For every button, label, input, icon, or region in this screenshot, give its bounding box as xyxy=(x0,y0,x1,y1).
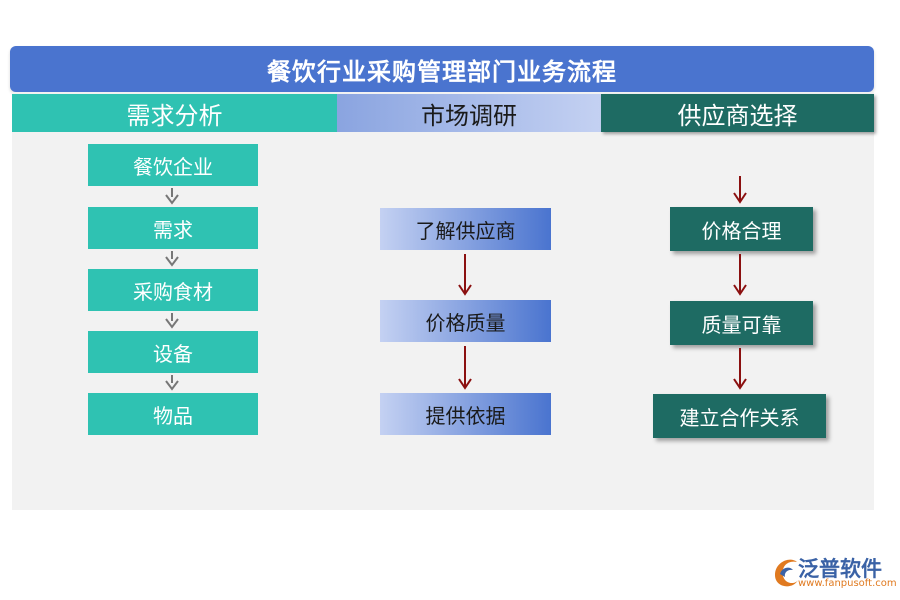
step-goods: 物品 xyxy=(88,393,258,435)
column-header-demand-analysis: 需求分析 xyxy=(12,94,337,132)
red-arrow-research-2 xyxy=(458,346,472,390)
logo-url: www.fanpusoft.com xyxy=(798,578,897,589)
logo-name: 泛普软件 xyxy=(798,557,882,581)
step-price-quality: 价格质量 xyxy=(380,300,551,342)
red-arrow-selection-2 xyxy=(733,348,747,390)
gray-arrow-4 xyxy=(165,375,179,391)
step-demand: 需求 xyxy=(88,207,258,249)
step-reliable-quality: 质量可靠 xyxy=(670,301,813,345)
red-arrow-selection-top xyxy=(733,176,747,204)
diagram-title: 餐饮行业采购管理部门业务流程 xyxy=(10,46,874,92)
step-provide-basis: 提供依据 xyxy=(380,393,551,435)
gray-arrow-2 xyxy=(165,251,179,267)
step-purchase-ingredients: 采购食材 xyxy=(88,269,258,311)
step-catering-enterprise: 餐饮企业 xyxy=(88,144,258,186)
step-understand-suppliers: 了解供应商 xyxy=(380,208,551,250)
column-header-market-research: 市场调研 xyxy=(337,94,601,132)
red-arrow-selection-1 xyxy=(733,254,747,296)
step-equipment: 设备 xyxy=(88,331,258,373)
step-establish-cooperation: 建立合作关系 xyxy=(653,394,826,438)
step-reasonable-price: 价格合理 xyxy=(670,207,813,251)
logo-swirl-icon xyxy=(775,559,798,587)
red-arrow-research-1 xyxy=(458,254,472,296)
column-header-supplier-selection: 供应商选择 xyxy=(601,94,874,132)
gray-arrow-3 xyxy=(165,313,179,329)
gray-arrow-1 xyxy=(165,188,179,205)
